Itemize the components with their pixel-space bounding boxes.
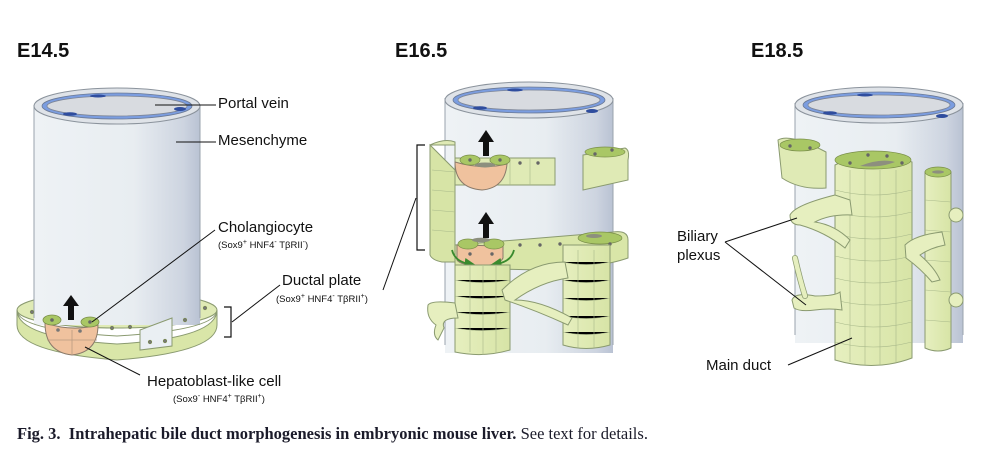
label-biliary-plexus-line2: plexus	[677, 247, 721, 264]
caption-text: See text for details.	[520, 424, 648, 443]
label-main-duct: Main duct	[706, 357, 772, 374]
portal-vein	[46, 95, 188, 117]
panel-e16-5	[382, 81, 630, 356]
migration-arrow-icon	[63, 295, 79, 320]
label-portal-vein: Portal vein	[218, 95, 289, 112]
bile-duct-thin	[924, 168, 952, 352]
label-hepatoblast-markers: (Sox9- HNF4+ TβRII+)	[173, 393, 265, 406]
green-rotation-arrow-icon	[490, 249, 515, 269]
panel-title-e18-5: E18.5	[751, 40, 804, 62]
connecting-duct	[501, 261, 573, 326]
panel-e14-5	[16, 87, 281, 376]
panel-title-e14-5: E14.5	[17, 40, 70, 62]
migration-arrow-icon	[478, 212, 494, 238]
label-cholangiocyte-markers: (Sox9+ HNF4- TβRII-)	[218, 239, 309, 252]
label-mesenchyme: Mesenchyme	[218, 132, 308, 149]
ductal-plate-bracket	[416, 144, 425, 251]
label-biliary-plexus-line1: Biliary	[677, 228, 718, 245]
label-ductal-plate: Ductal plate	[282, 272, 362, 289]
caption-title: Intrahepatic bile duct morphogenesis in …	[68, 424, 517, 443]
caption-label: Fig. 3.	[17, 424, 61, 443]
figure-caption: Fig. 3. Intrahepatic bile duct morphogen…	[17, 424, 648, 444]
label-hepatoblast-like-cell: Hepatoblast-like cell	[147, 373, 282, 390]
panel-e18-5	[724, 86, 964, 367]
panel-title-e16-5: E16.5	[395, 40, 448, 62]
biliary-plexus-branch	[789, 194, 853, 249]
ductal-plate-fragment	[582, 147, 630, 191]
migration-arrow-icon	[478, 130, 494, 156]
bile-duct-right	[562, 244, 611, 349]
portal-vein	[457, 89, 601, 111]
main-duct	[834, 155, 913, 367]
bile-duct-left	[454, 264, 511, 356]
biliary-plexus-branch	[904, 231, 946, 283]
mesenchyme-cylinder	[34, 105, 200, 325]
label-cholangiocyte: Cholangiocyte	[218, 219, 314, 236]
green-rotation-arrow-icon	[451, 249, 476, 269]
label-ductal-plate-markers: (Sox9+ HNF4- TβRII+)	[276, 293, 368, 306]
duct-branch	[427, 301, 459, 341]
ductal-plate-bracket	[224, 306, 232, 338]
portal-vein	[807, 94, 951, 116]
ductal-plate-remnant	[777, 137, 827, 189]
